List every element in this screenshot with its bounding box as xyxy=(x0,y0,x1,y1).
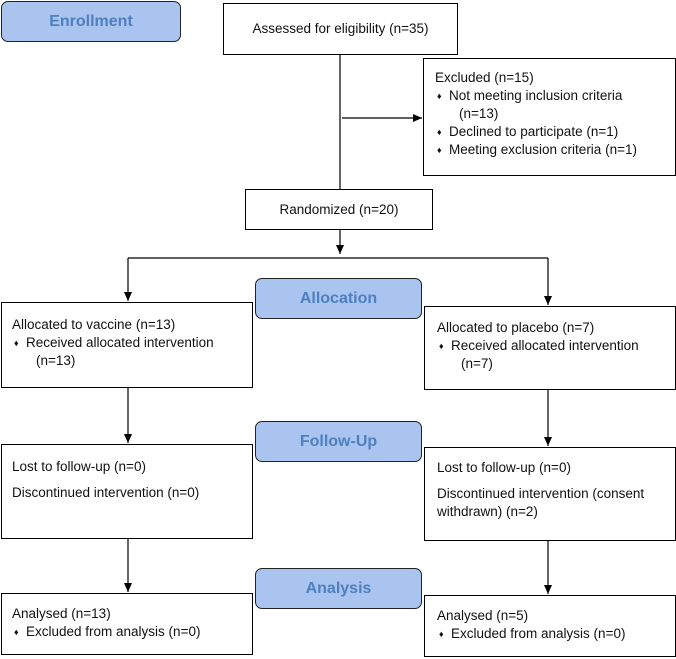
allocation-vaccine-item: ♦ Received allocated intervention xyxy=(12,334,252,352)
bullet-icon: ♦ xyxy=(14,627,19,637)
stage-enrollment: Enrollment xyxy=(1,1,181,42)
analysis-placebo-box: Analysed (n=5) ♦ Excluded from analysis … xyxy=(424,595,676,657)
analysis-vaccine-box: Analysed (n=13) ♦ Excluded from analysis… xyxy=(1,593,253,655)
allocation-placebo-title: Allocated to placebo (n=7) xyxy=(437,320,595,335)
randomized-text: Randomized (n=20) xyxy=(279,201,399,217)
allocation-vaccine-item-count: (n=13) xyxy=(36,353,76,368)
excluded-item: ♦ Not meeting inclusion criteria xyxy=(435,87,675,105)
allocation-placebo-box: Allocated to placebo (n=7) ♦ Received al… xyxy=(424,306,676,390)
excluded-item: ♦ Meeting exclusion criteria (n=1) xyxy=(435,141,675,159)
bullet-icon: ♦ xyxy=(439,341,444,351)
analysis-placebo-excluded-label: Excluded from analysis (n=0) xyxy=(451,626,626,641)
excluded-item-label: Not meeting inclusion criteria xyxy=(449,88,623,103)
analysis-vaccine-excluded-label: Excluded from analysis (n=0) xyxy=(26,624,201,639)
allocation-placebo-item-label: Received allocated intervention xyxy=(451,338,639,353)
allocation-vaccine-title: Allocated to vaccine (n=13) xyxy=(12,317,176,332)
allocation-placebo-item-count: (n=7) xyxy=(461,356,493,371)
followup-vaccine-box: Lost to follow-up (n=0) Discontinued int… xyxy=(1,444,253,539)
excluded-item-label: Meeting exclusion criteria (n=1) xyxy=(449,142,637,157)
stage-analysis-label: Analysis xyxy=(305,579,372,597)
excluded-item-label: Declined to participate (n=1) xyxy=(449,124,619,139)
excluded-item-count: (n=13) xyxy=(459,106,499,121)
bullet-icon: ♦ xyxy=(437,145,442,155)
stage-follow-up-label: Follow-Up xyxy=(299,432,378,450)
bullet-icon: ♦ xyxy=(14,338,19,348)
followup-placebo-discontinued-line1: Discontinued intervention (consent xyxy=(437,486,645,501)
analysis-vaccine-excluded: ♦ Excluded from analysis (n=0) xyxy=(12,623,252,641)
stage-analysis: Analysis xyxy=(255,568,422,609)
followup-vaccine-discontinued: Discontinued intervention (n=0) xyxy=(12,485,200,500)
excluded-title: Excluded (n=15) xyxy=(435,70,534,85)
randomized-box: Randomized (n=20) xyxy=(245,189,433,230)
allocation-vaccine-item-label: Received allocated intervention xyxy=(26,335,214,350)
stage-follow-up: Follow-Up xyxy=(255,421,422,462)
followup-placebo-box: Lost to follow-up (n=0) Discontinued int… xyxy=(424,447,676,541)
bullet-icon: ♦ xyxy=(437,127,442,137)
bullet-icon: ♦ xyxy=(437,91,442,101)
stage-allocation: Allocation xyxy=(255,278,422,319)
followup-placebo-discontinued-line2: withdrawn) (n=2) xyxy=(437,504,538,519)
assessed-box: Assessed for eligibility (n=35) xyxy=(223,3,458,55)
allocation-placebo-item: ♦ Received allocated intervention xyxy=(437,337,675,355)
stage-enrollment-label: Enrollment xyxy=(49,12,133,30)
allocation-vaccine-box: Allocated to vaccine (n=13) ♦ Received a… xyxy=(1,302,253,388)
analysis-placebo-excluded: ♦ Excluded from analysis (n=0) xyxy=(437,625,675,643)
excluded-box: Excluded (n=15) ♦ Not meeting inclusion … xyxy=(423,58,676,176)
excluded-item: ♦ Declined to participate (n=1) xyxy=(435,123,675,141)
analysis-placebo-analysed: Analysed (n=5) xyxy=(437,608,529,623)
followup-placebo-lost: Lost to follow-up (n=0) xyxy=(437,460,571,475)
analysis-vaccine-analysed: Analysed (n=13) xyxy=(12,606,111,621)
stage-allocation-label: Allocation xyxy=(299,289,378,307)
assessed-text: Assessed for eligibility (n=35) xyxy=(252,21,429,36)
followup-vaccine-lost: Lost to follow-up (n=0) xyxy=(12,459,146,474)
bullet-icon: ♦ xyxy=(439,629,444,639)
